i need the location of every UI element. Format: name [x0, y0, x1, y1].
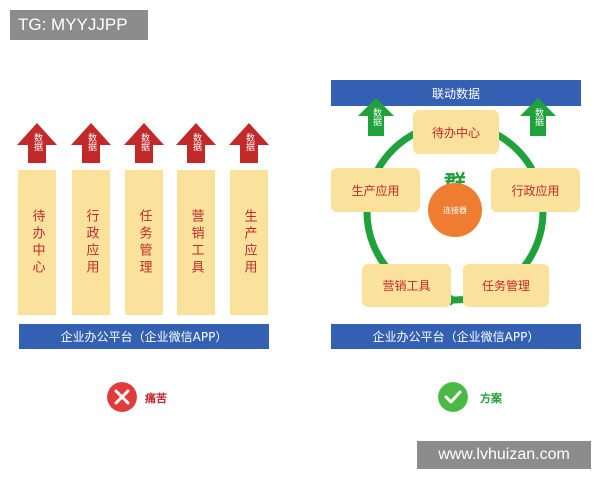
data-arrow-icon: 数据 [358, 98, 394, 136]
column-label: 生产应用 [241, 208, 257, 277]
node-marketing: 营销工具 [362, 264, 451, 307]
status-label-pain: 痛苦 [145, 392, 167, 405]
column-task: 任务管理 [125, 170, 163, 315]
cross-icon [107, 382, 137, 412]
svg-text:数据: 数据 [139, 132, 150, 152]
platform-bar-left: 企业办公平台（企业微信APP） [19, 324, 269, 349]
node-task: 任务管理 [463, 264, 549, 307]
column-production: 生产应用 [230, 170, 268, 315]
node-todo: 待办中心 [413, 110, 499, 154]
svg-text:数据: 数据 [86, 132, 97, 152]
left-panel: 数据 数据 数据 数据 数据 待办中心 行政应用 任务管理 营销工具 生产应用 [17, 123, 269, 412]
svg-text:数据: 数据 [191, 132, 202, 152]
column-label: 营销工具 [188, 208, 204, 277]
column-label: 行政应用 [83, 208, 99, 277]
data-arrow-icon: 数据 [176, 123, 216, 163]
svg-text:数据: 数据 [533, 107, 544, 127]
platform-bar-right: 企业办公平台（企业微信APP） [331, 324, 581, 349]
data-arrow-icon: 数据 [17, 123, 57, 163]
column-admin: 行政应用 [72, 170, 110, 315]
data-arrow-icon: 数据 [520, 98, 556, 136]
watermark-top: TG: MYYJJPP [10, 10, 148, 40]
data-arrow-icon: 数据 [124, 123, 164, 163]
column-label: 任务管理 [136, 208, 152, 277]
watermark-bottom: www.lvhuizan.com [417, 441, 591, 469]
node-production: 生产应用 [331, 168, 420, 212]
left-arrows: 数据 数据 数据 数据 数据 [17, 123, 269, 163]
column-todo: 待办中心 [18, 170, 56, 315]
svg-text:数据: 数据 [371, 107, 382, 127]
connector-hub: 连接器 [428, 183, 482, 237]
column-marketing: 营销工具 [177, 170, 215, 315]
column-label: 待办中心 [29, 208, 45, 277]
data-arrow-icon: 数据 [71, 123, 111, 163]
right-panel: 联动数据 数据 数据 待办中心 生产应用 行政应用 营销工具 任务管理 群 连接… [300, 0, 600, 480]
data-arrow-icon: 数据 [229, 123, 269, 163]
connector-label: 连接器 [443, 205, 467, 215]
status-label-solution: 方案 [480, 392, 502, 405]
node-admin: 行政应用 [491, 168, 580, 212]
svg-text:数据: 数据 [32, 132, 43, 152]
svg-text:数据: 数据 [244, 132, 255, 152]
check-icon [438, 382, 468, 412]
